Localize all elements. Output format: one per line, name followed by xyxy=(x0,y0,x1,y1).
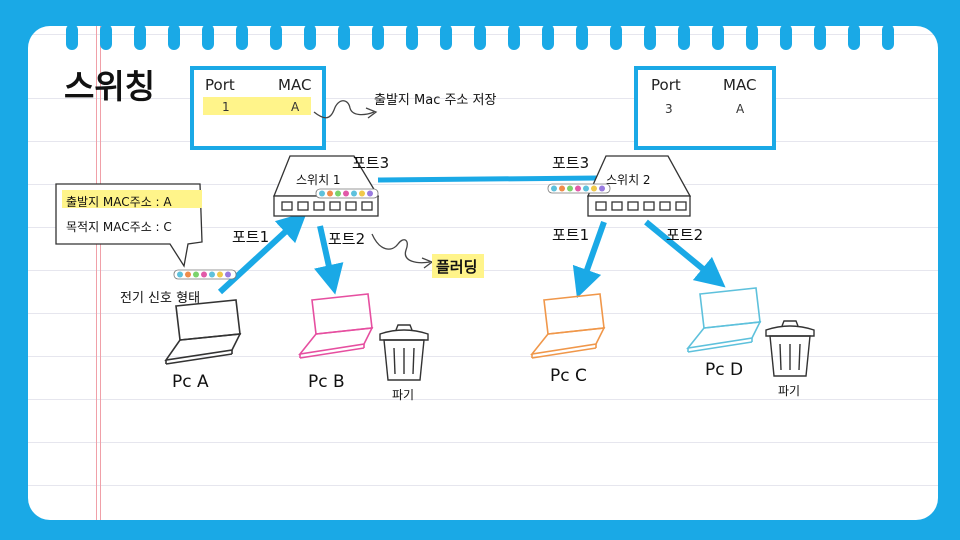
arrow-switch2-to-pcc xyxy=(572,220,607,299)
laptop-icon xyxy=(164,299,242,365)
switch-icon xyxy=(586,155,692,217)
binder-ring xyxy=(168,24,180,50)
binder-ring xyxy=(576,24,588,50)
annotation-flood: 플러딩 xyxy=(436,258,478,276)
binder-ring xyxy=(712,24,724,50)
table-header-mac: MAC xyxy=(723,76,757,94)
trash-icon xyxy=(379,324,429,381)
table-cell-port: 1 xyxy=(222,100,230,114)
discard-label-pcb: 파기 xyxy=(392,388,415,402)
binder-ring xyxy=(780,24,792,50)
binder-ring xyxy=(542,24,554,50)
binder-ring xyxy=(100,24,112,50)
curved-arrow-icon xyxy=(313,100,375,119)
flood-highlight xyxy=(432,254,484,278)
binder-ring xyxy=(814,24,826,50)
binder-ring xyxy=(372,24,384,50)
annotation-store: 출발지 Mac 주소 저장 xyxy=(374,93,497,108)
trash-icon xyxy=(765,320,815,377)
page-title: 스위칭 xyxy=(64,67,156,106)
pc-c-label: Pc C xyxy=(550,366,587,386)
binder-ring xyxy=(134,24,146,50)
binder-ring xyxy=(202,24,214,50)
binder-ring xyxy=(338,24,350,50)
bubble-src-mac: 출발지 MAC주소 : A xyxy=(66,195,172,209)
binder-ring xyxy=(746,24,758,50)
curved-arrow-icon xyxy=(371,233,431,264)
table-cell-mac: A xyxy=(291,100,300,114)
binder-ring xyxy=(610,24,622,50)
binder-ring xyxy=(270,24,282,50)
pc-d-label: Pc D xyxy=(705,360,744,380)
switch2-label: 스위치 2 xyxy=(606,173,651,187)
switch1-label: 스위치 1 xyxy=(296,173,341,187)
bubble-highlight xyxy=(62,190,202,208)
switch-icon xyxy=(273,155,380,217)
table-header-port: Port xyxy=(651,76,681,94)
trunk-link xyxy=(377,175,599,183)
signal-label: 전기 신호 형태 xyxy=(120,291,201,306)
port3-label-switch1: 포트3 xyxy=(352,154,390,172)
margin-line xyxy=(96,26,97,520)
pc-b-label: Pc B xyxy=(308,372,345,392)
mac-table-switch2 xyxy=(634,66,776,150)
arrow-switch2-to-pcd xyxy=(644,219,726,288)
arrow-pca-to-switch1 xyxy=(217,211,308,295)
binder-ring xyxy=(882,24,894,50)
data-packet-icon xyxy=(173,269,237,280)
arrow-switch1-to-pcb xyxy=(314,225,344,295)
mac-entry-highlight xyxy=(203,97,311,115)
binder-ring xyxy=(644,24,656,50)
table-cell-mac: A xyxy=(736,102,745,116)
binder-ring xyxy=(474,24,486,50)
port1-label-switch2: 포트1 xyxy=(552,226,590,244)
binder-ring xyxy=(406,24,418,50)
margin-line xyxy=(100,26,101,520)
port2-label-switch2: 포트2 xyxy=(666,226,704,244)
binder-ring xyxy=(508,24,520,50)
table-cell-port: 3 xyxy=(665,102,673,116)
bubble-dst-mac: 목적지 MAC주소 : C xyxy=(66,220,172,234)
laptop-icon xyxy=(298,293,374,359)
binder-ring xyxy=(304,24,316,50)
binder-ring xyxy=(678,24,690,50)
data-packet-icon xyxy=(547,183,611,194)
port1-label-switch1: 포트1 xyxy=(232,228,270,246)
binder-ring xyxy=(66,24,78,50)
table-header-port: Port xyxy=(205,76,235,94)
binder-ring xyxy=(848,24,860,50)
discard-label-pcd: 파기 xyxy=(778,384,801,398)
port3-label-switch2: 포트3 xyxy=(552,154,590,172)
data-packet-icon xyxy=(315,188,379,199)
pc-a-label: Pc A xyxy=(172,372,209,392)
binder-ring xyxy=(236,24,248,50)
laptop-icon xyxy=(686,287,762,353)
laptop-icon xyxy=(530,293,606,359)
table-header-mac: MAC xyxy=(278,76,312,94)
binder-ring xyxy=(440,24,452,50)
port2-label-switch1: 포트2 xyxy=(328,230,366,248)
